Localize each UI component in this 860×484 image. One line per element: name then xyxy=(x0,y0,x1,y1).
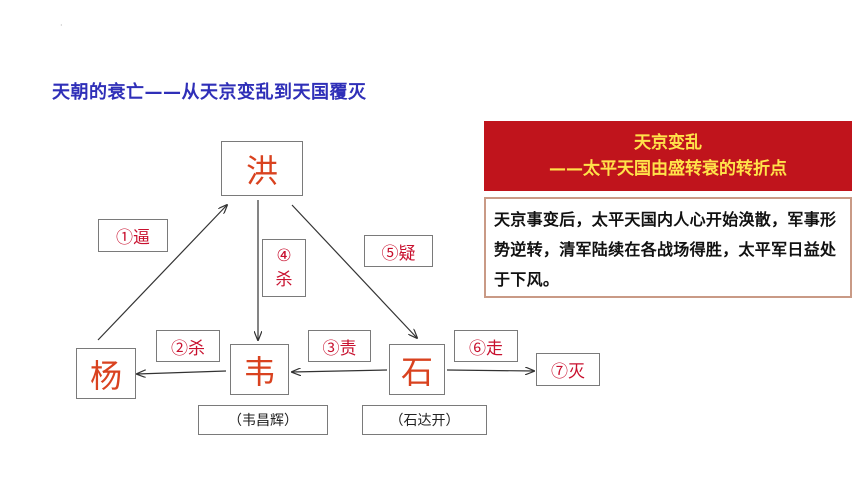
decorative-dot: · xyxy=(60,21,63,30)
tag-mie: ⑦灭 xyxy=(536,353,600,386)
panel-body-text: 天京事变后，太平天国内人心开始涣散，军事形势逆转，清军陆续在各战场得胜，太平军日… xyxy=(484,197,852,298)
tag-zou: ⑥走 xyxy=(454,330,518,362)
panel-header: 天京变乱 ——太平天国由盛转衰的转折点 xyxy=(484,121,852,191)
panel-subtitle: ——太平天国由盛转衰的转折点 xyxy=(549,159,787,179)
name-shi-dakai: （石达开） xyxy=(362,405,487,435)
tag-sha: ②杀 xyxy=(156,330,220,362)
tag-ze: ③责 xyxy=(308,330,371,362)
tag-sha-number: ④ xyxy=(276,246,292,266)
name-wei-changhui: （韦昌辉） xyxy=(198,405,328,435)
tag-yi: ⑤疑 xyxy=(364,235,433,267)
node-yang: 杨 xyxy=(76,348,136,399)
node-hong: 洪 xyxy=(221,141,303,196)
tag-sha-vertical: ④ 杀 xyxy=(262,239,306,297)
node-shi: 石 xyxy=(389,344,445,395)
panel-title: 天京变乱 xyxy=(634,133,702,153)
arrow-shi-to-mie xyxy=(446,370,534,371)
arrow-wei-to-yang xyxy=(137,371,227,374)
arrow-hong-to-shi xyxy=(291,204,417,338)
arrow-yang-to-hong xyxy=(97,205,227,341)
tag-bi: ①逼 xyxy=(98,219,168,252)
arrow-shi-to-wei xyxy=(292,370,388,372)
info-panel: 天京变乱 ——太平天国由盛转衰的转折点 天京事变后，太平天国内人心开始涣散，军事… xyxy=(484,121,852,298)
node-wei: 韦 xyxy=(230,344,289,395)
page-title: 天朝的衰亡——从天京变乱到天国覆灭 xyxy=(52,82,367,103)
tag-sha-char: 杀 xyxy=(275,270,293,290)
